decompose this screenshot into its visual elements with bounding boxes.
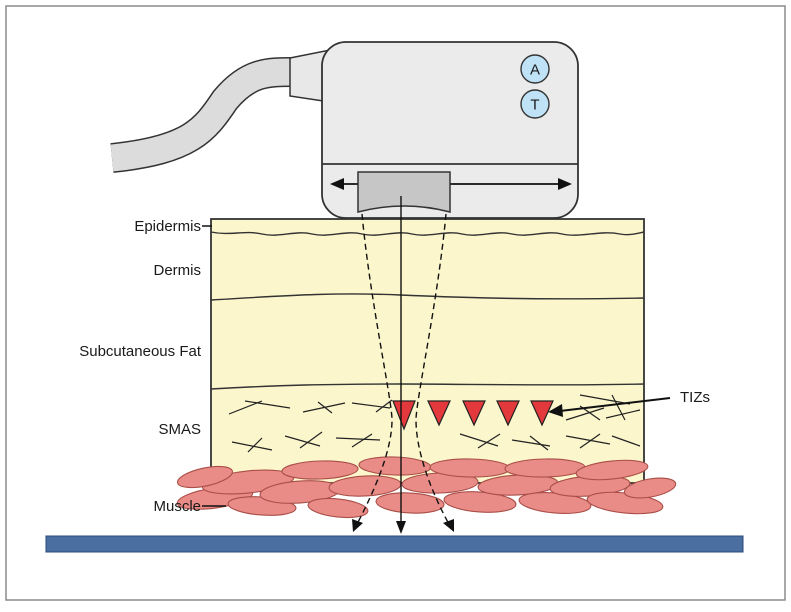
beam-edge-left [355, 213, 393, 527]
tissue-block [210, 218, 645, 484]
subcutaneous-fat-label: Subcutaneous Fat [79, 343, 202, 360]
fat-boundary [210, 383, 645, 390]
a-button-icon [520, 54, 550, 84]
tiz-pointer-arrowhead [548, 404, 563, 417]
t-button-icon [520, 89, 550, 119]
transducer-cable [110, 49, 331, 173]
dermis-label: Dermis [154, 262, 202, 279]
base-bar [45, 535, 744, 553]
tiz-marker-4 [496, 400, 520, 427]
smas-fibers [228, 394, 641, 453]
a-button-label: A [530, 62, 540, 79]
transducer-element [357, 171, 451, 213]
tiz-marker-2 [427, 400, 451, 427]
tiz-marker-3 [462, 400, 486, 427]
beam-arrowheads [352, 519, 454, 534]
muscle-label: Muscle [153, 498, 201, 515]
tiz-marker-1 [392, 400, 416, 431]
tizs-label: TIZs [680, 389, 710, 406]
beam-edge-right [415, 213, 451, 527]
ultrasound-beam [355, 196, 451, 527]
skin-layers [210, 218, 645, 484]
dermis-boundary [210, 293, 645, 301]
tiz-marker-5 [530, 400, 554, 427]
tiz-markers [392, 400, 554, 431]
t-button-label: T [530, 97, 539, 114]
epidermis-label: Epidermis [134, 218, 201, 235]
smas-label: SMAS [158, 421, 201, 438]
epidermis-boundary [210, 231, 645, 236]
muscle-fibers [176, 456, 677, 519]
tiz-pointer-arrow [559, 397, 671, 412]
ultrasound-transducer: A T [321, 41, 579, 219]
